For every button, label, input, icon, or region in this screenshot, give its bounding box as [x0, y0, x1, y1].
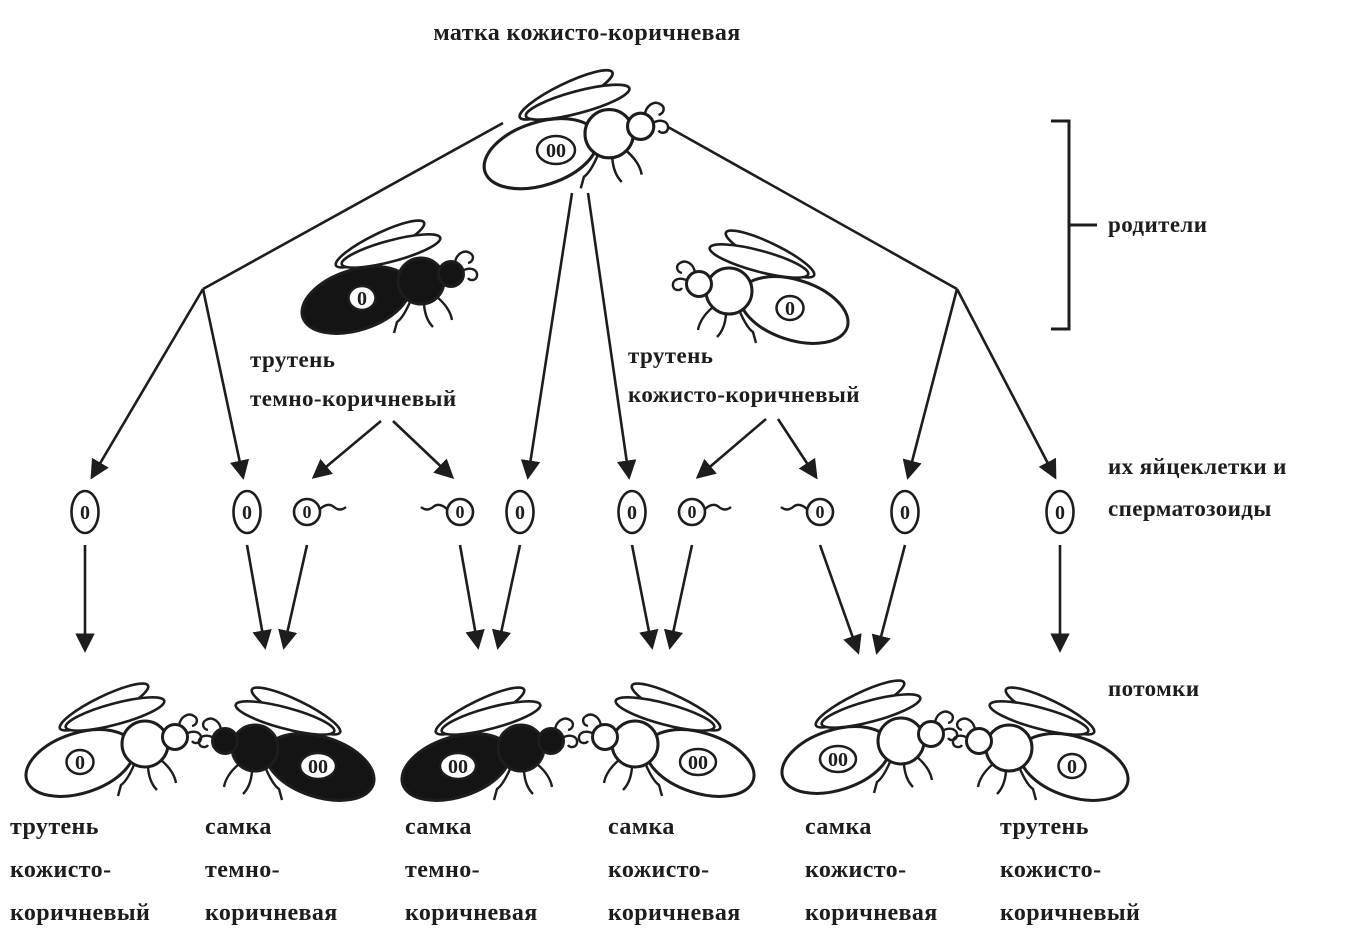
- offspring-5-genotype-badge: 00: [818, 744, 858, 774]
- svg-text:0: 0: [900, 502, 910, 524]
- cross-lines: [90, 121, 1057, 480]
- drone-light-genotype: 0: [785, 298, 795, 320]
- svg-text:00: 00: [688, 752, 708, 774]
- svg-text:0: 0: [515, 502, 525, 524]
- offspring-6-genotype-badge: 0: [1057, 752, 1087, 780]
- drone-light-label-line2: кожисто-коричневый: [628, 382, 860, 407]
- svg-text:0: 0: [80, 502, 90, 524]
- sperm-symbol-1: 0: [292, 497, 347, 527]
- offspring-bee-1: [15, 674, 203, 811]
- offspring-5-label: самка кожисто- коричневая: [805, 814, 938, 926]
- offspring-1-genotype-badge: 0: [65, 748, 95, 776]
- gametes-label-line2: сперматозоиды: [1108, 496, 1272, 521]
- offspring-label: потомки: [1108, 676, 1200, 701]
- drone-light-label: трутень кожисто-коричневый: [628, 336, 860, 414]
- offspring-bee-5: [771, 671, 959, 808]
- svg-text:0: 0: [456, 502, 465, 522]
- svg-text:00: 00: [448, 756, 468, 778]
- offspring-1-label: трутень кожисто- коричневый: [10, 814, 151, 926]
- svg-text:00: 00: [828, 749, 848, 771]
- egg-symbol-2: 0: [232, 489, 262, 535]
- svg-text:00: 00: [308, 756, 328, 778]
- svg-text:0: 0: [1055, 502, 1065, 524]
- egg-symbol-3: 0: [505, 489, 535, 535]
- gamete-to-offspring-arrows: [75, 544, 1070, 655]
- svg-text:0: 0: [816, 502, 825, 522]
- drone-dark-label-line1: трутень: [250, 347, 336, 372]
- offspring-3-genotype-badge: 00: [438, 751, 478, 781]
- drone-light-label-line1: трутень: [628, 343, 714, 368]
- svg-text:0: 0: [242, 502, 252, 524]
- drone-dark-genotype: 0: [357, 288, 367, 310]
- gametes-label-line1: их яйцеклетки и: [1108, 454, 1287, 479]
- drone-dark-genotype-badge: 0: [347, 284, 377, 312]
- sperm-symbol-2: 0: [420, 497, 475, 527]
- offspring-2-genotype-badge: 00: [298, 751, 338, 781]
- gametes-label: их яйцеклетки и сперматозоиды: [1108, 446, 1287, 530]
- offspring-3-label: самка темно- коричневая: [405, 814, 538, 926]
- svg-text:0: 0: [688, 502, 697, 522]
- offspring-bee-3: [391, 678, 579, 815]
- queen-bee: [473, 60, 670, 204]
- offspring-2-label: самка темно- коричневая: [205, 814, 338, 926]
- svg-text:0: 0: [303, 502, 312, 522]
- offspring-4-genotype-badge: 00: [678, 747, 718, 777]
- drone-dark-label: трутень темно-коричневый: [250, 340, 457, 418]
- drone-dark-label-line2: темно-коричневый: [250, 386, 457, 411]
- sperm-symbol-3: 0: [677, 497, 732, 527]
- svg-text:0: 0: [627, 502, 637, 524]
- parents-label: родители: [1108, 212, 1208, 237]
- sperm-symbol-4: 0: [780, 497, 835, 527]
- offspring-6-label: трутень кожисто- коричневый: [1000, 814, 1141, 926]
- egg-symbol-5: 0: [890, 489, 920, 535]
- egg-symbol-1: 0: [70, 489, 100, 535]
- queen-label: матка кожисто-коричневая: [433, 20, 741, 46]
- queen-genotype: 00: [546, 140, 566, 162]
- egg-symbol-4: 0: [617, 489, 647, 535]
- svg-text:0: 0: [75, 752, 85, 774]
- egg-symbol-6: 0: [1045, 489, 1075, 535]
- parents-bracket: [1051, 119, 1097, 331]
- offspring-4-label: самка кожисто- коричневая: [608, 814, 741, 926]
- offspring-bee-4: [577, 674, 765, 811]
- svg-text:0: 0: [1067, 756, 1077, 778]
- queen-genotype-badge: 00: [535, 134, 577, 166]
- drone-light-genotype-badge: 0: [775, 294, 805, 322]
- drone-dark-bee: [291, 211, 479, 348]
- offspring-bee-2: [197, 678, 385, 815]
